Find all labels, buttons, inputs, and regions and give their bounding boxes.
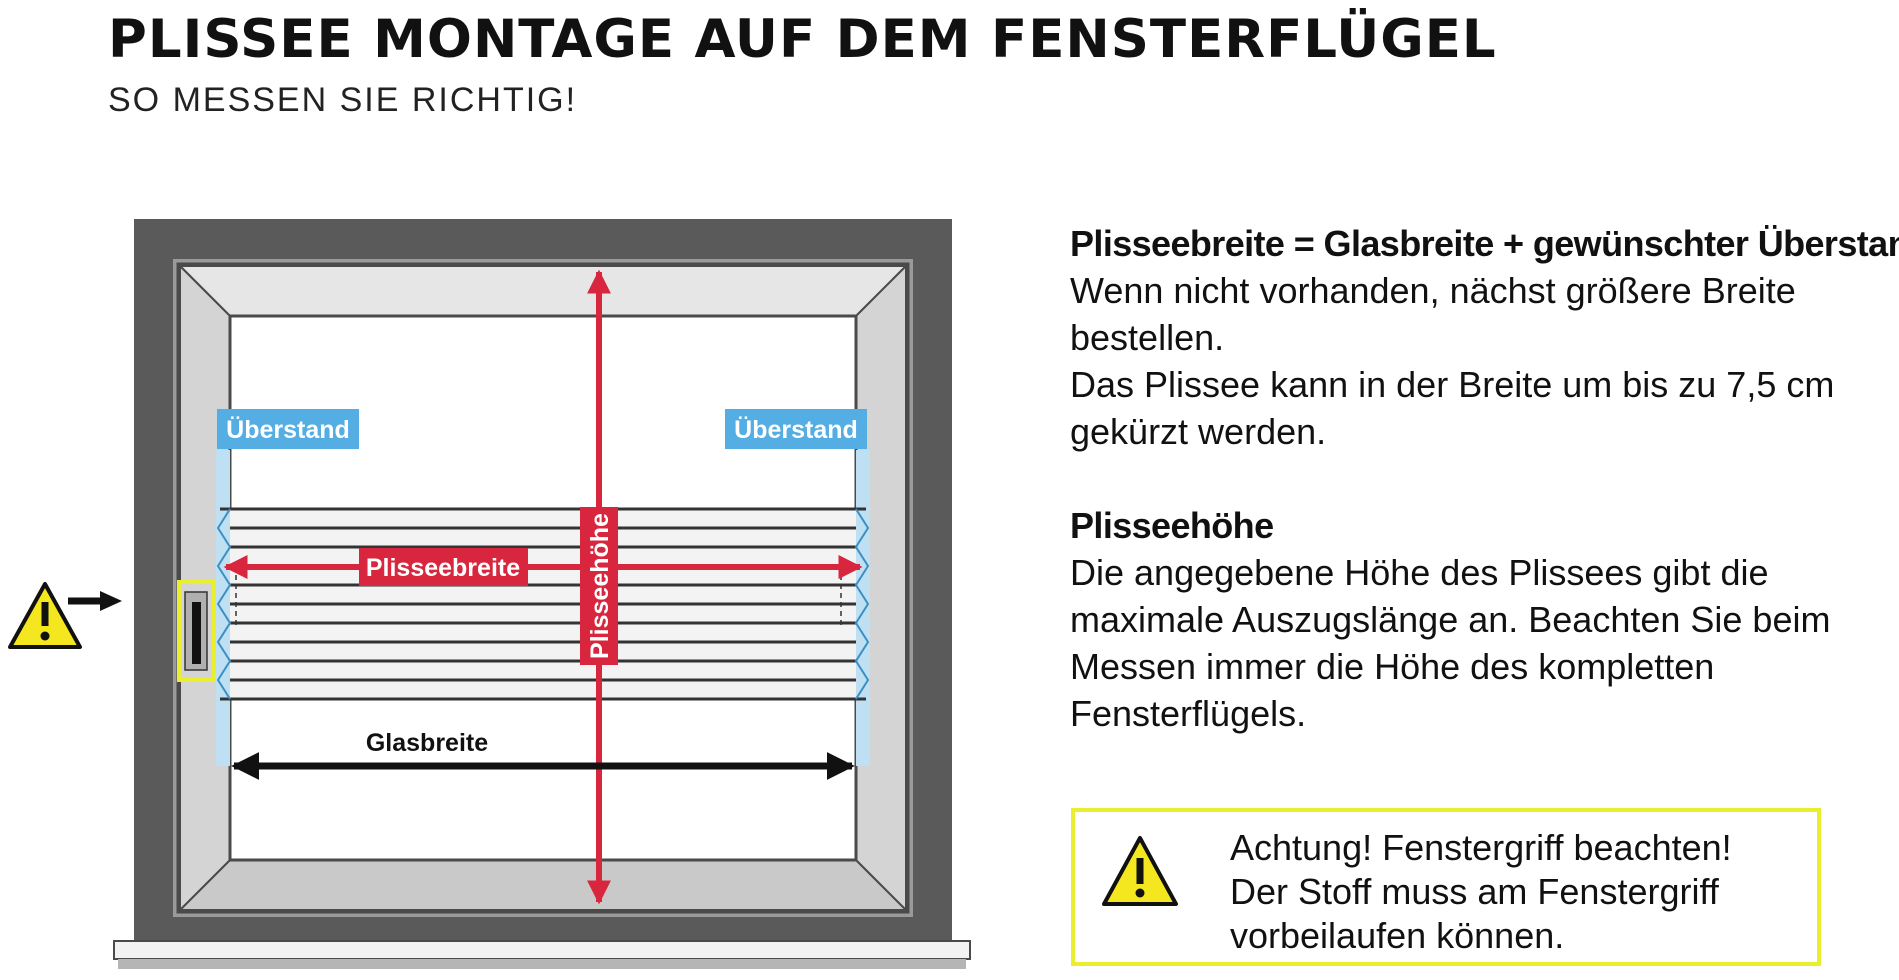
blind-height-label: Plisseehöhe xyxy=(580,507,618,665)
page-subtitle: SO MESSEN SIE RICHTIG! xyxy=(108,81,578,119)
overhang-label-right: Überstand xyxy=(725,409,867,449)
overhang-strip-left xyxy=(216,450,230,766)
width-text-line: gekürzt werden. xyxy=(1070,411,1327,452)
handle-highlight xyxy=(177,580,216,682)
warning-triangle-icon xyxy=(1102,836,1178,906)
warning-line: Der Stoff muss am Fenstergriff xyxy=(1230,871,1719,912)
overhang-label-left: Überstand xyxy=(217,409,359,449)
warning-triangle-icon xyxy=(8,582,82,649)
page-title: PLISSEE MONTAGE AUF DEM FENSTERFLÜGEL xyxy=(108,9,1497,70)
window-handle-icon xyxy=(184,591,208,671)
warning-line: Achtung! Fenstergriff beachten! xyxy=(1230,827,1732,868)
width-text-line: Wenn nicht vorhanden, nächst größere Bre… xyxy=(1070,270,1796,311)
info-column: Plisseebreite = Glasbreite + gewünschter… xyxy=(1070,220,1899,737)
pleated-blind xyxy=(216,507,870,701)
warning-line: vorbeilaufen können. xyxy=(1230,915,1565,956)
svg-text:Plisseebreite: Plisseebreite xyxy=(366,554,520,582)
blind-width-label: Plisseebreite xyxy=(359,548,528,586)
width-heading: Plisseebreite = Glasbreite + gewünschter… xyxy=(1070,223,1899,264)
warning-box: Achtung! Fenstergriff beachten! Der Stof… xyxy=(1071,808,1821,966)
height-text-line: maximale Auszugslänge an. Beachten Sie b… xyxy=(1070,599,1831,640)
overhang-strip-right xyxy=(856,450,870,766)
width-text-line: bestellen. xyxy=(1070,317,1225,358)
width-text-line: Das Plissee kann in der Breite um bis zu… xyxy=(1070,364,1835,405)
window-diagram: Überstand Überstand Plisseebreite Plisse… xyxy=(8,219,971,969)
window-sill-shadow xyxy=(118,959,966,969)
glass-width-label: Glasbreite xyxy=(366,729,488,757)
svg-text:Überstand: Überstand xyxy=(734,415,858,444)
height-text-line: Fensterflügels. xyxy=(1070,693,1307,734)
svg-text:Überstand: Überstand xyxy=(226,415,350,444)
height-block: Plisseehöhe Die angegebene Höhe des Plis… xyxy=(1070,502,1895,737)
height-text-line: Die angegebene Höhe des Plissees gibt di… xyxy=(1070,552,1769,593)
arrow-right-icon xyxy=(68,591,122,611)
warning-text: Achtung! Fenstergriff beachten! Der Stof… xyxy=(1230,826,1810,958)
svg-text:Plisseehöhe: Plisseehöhe xyxy=(586,513,614,659)
window-sill xyxy=(113,940,971,960)
height-text-line: Messen immer die Höhe des kompletten xyxy=(1070,646,1715,687)
height-heading: Plisseehöhe xyxy=(1070,505,1274,546)
